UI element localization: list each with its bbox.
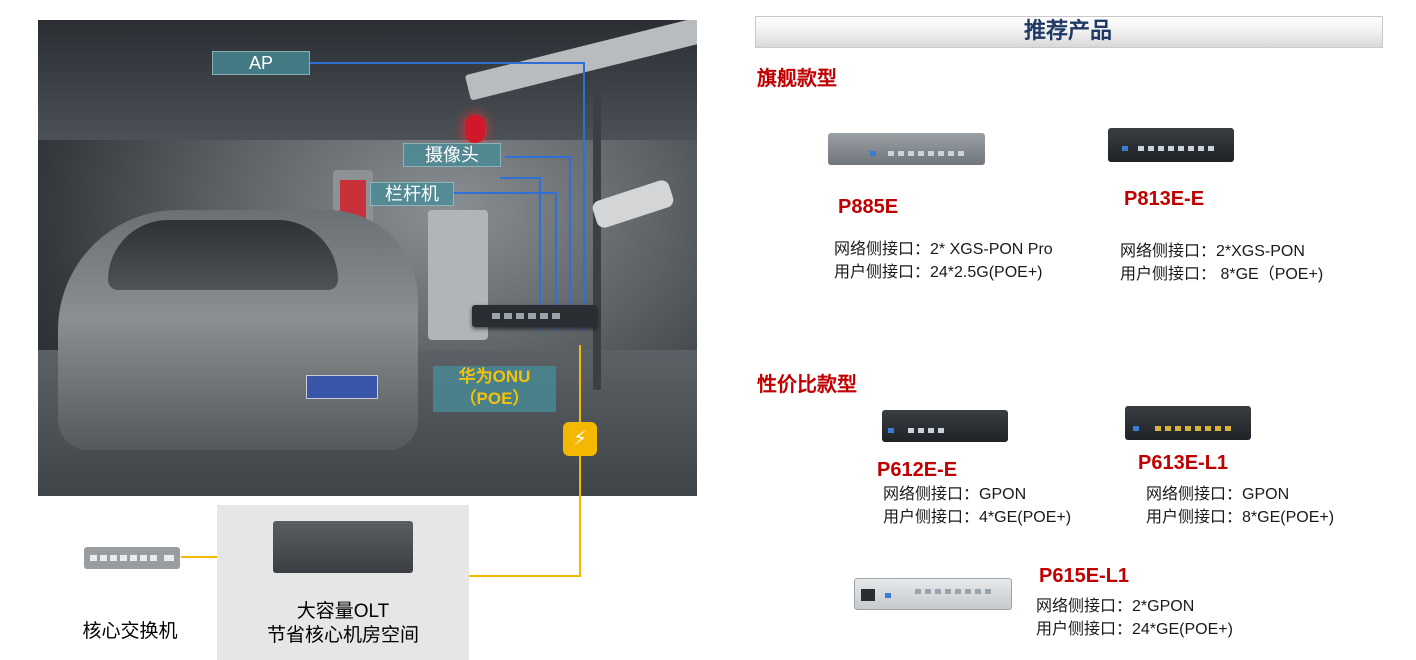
spec-p612e-e-user: 用户侧接口：4*GE(POE+) — [883, 509, 1072, 526]
core-switch-device — [84, 547, 180, 569]
model-p615e-l1: P615E-L1 — [1039, 565, 1130, 587]
spec-p885e-user: 用户侧接口：24*2.5G(POE+) — [834, 264, 1043, 281]
spec-p612e-e-network: 网络侧接口：GPON — [883, 486, 1027, 503]
model-p885e: P885E — [838, 196, 899, 218]
products-header-bar — [755, 16, 1383, 48]
spec-p615e-l1-network: 网络侧接口：2*GPON — [1036, 598, 1195, 615]
model-p613e-l1: P613E-L1 — [1138, 452, 1229, 474]
wire-camera-2 — [500, 177, 541, 330]
label-onu-line1: 华为ONU — [458, 367, 531, 386]
model-p612e-e: P612E-E — [877, 459, 958, 481]
spec-p613e-l1-network: 网络侧接口：GPON — [1146, 486, 1290, 503]
products-title: 推荐产品 — [1023, 18, 1112, 43]
spec-p813e-e-user: 用户侧接口： 8*GE（POE+) — [1120, 266, 1324, 283]
ceiling — [38, 20, 697, 140]
product-image-p612e-e — [882, 410, 1008, 442]
license-plate — [306, 375, 378, 399]
spec-p813e-e-network: 网络侧接口：2*XGS-PON — [1120, 243, 1305, 260]
blue-wires — [310, 62, 585, 330]
poe-power-icon: ⚡ — [563, 422, 597, 456]
spec-p615e-l1-user: 用户侧接口：24*GE(POE+) — [1036, 621, 1233, 638]
product-image-p885e — [828, 133, 985, 165]
label-onu: 华为ONU （POE） — [433, 366, 556, 412]
caption-core-switch: 核心交换机 — [82, 621, 178, 642]
product-image-p615e-l1 — [854, 578, 1012, 610]
section-value: 性价比款型 — [757, 374, 857, 396]
parking-scene-photo — [38, 20, 697, 496]
product-image-p613e-l1 — [1125, 406, 1251, 440]
label-gate: 栏杆机 — [370, 182, 454, 206]
caption-olt-line1: 大容量OLT — [296, 601, 390, 622]
label-ap: AP — [212, 51, 310, 75]
spec-p613e-l1-user: 用户侧接口：8*GE(POE+) — [1146, 509, 1335, 526]
wire-ap — [310, 62, 585, 330]
spec-p885e-network: 网络侧接口：2* XGS-PON Pro — [834, 241, 1053, 258]
red-signal-light — [465, 115, 485, 143]
section-flagship: 旗舰款型 — [757, 68, 837, 90]
label-camera: 摄像头 — [403, 143, 501, 167]
caption-olt-line2: 节省核心机房空间 — [266, 625, 419, 646]
olt-device — [273, 521, 413, 573]
car-windshield — [108, 220, 338, 290]
model-p813e-e: P813E-E — [1124, 188, 1205, 210]
wire-gate — [452, 192, 557, 330]
wire-camera — [505, 156, 571, 330]
product-image-p813e-e — [1108, 128, 1234, 162]
equipment-pole — [593, 80, 601, 390]
label-onu-line2: （POE） — [459, 389, 530, 408]
onu-device — [472, 305, 597, 327]
